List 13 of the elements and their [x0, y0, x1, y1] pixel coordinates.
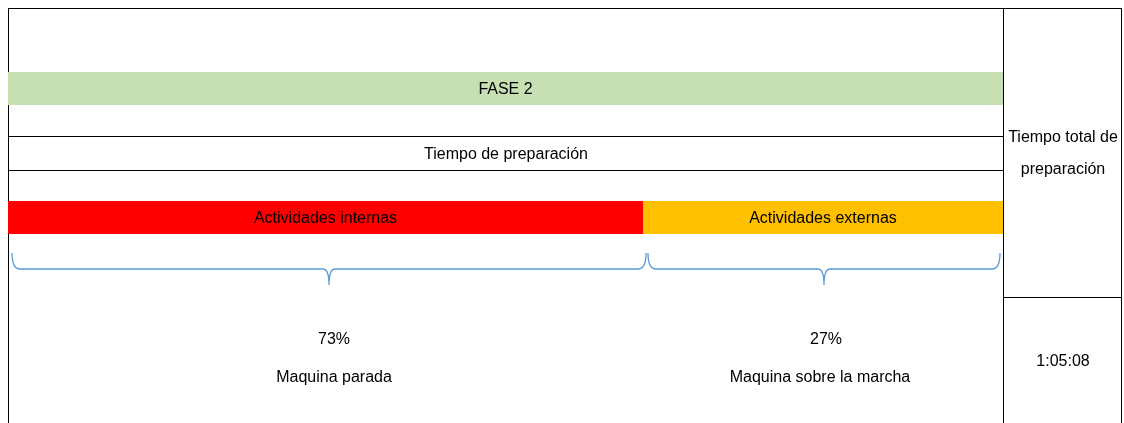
percentage-label: 27%	[810, 330, 842, 348]
phase-band	[8, 72, 1003, 105]
label-text: 1:05:08	[1036, 351, 1090, 370]
caption-text: Maquina sobre la marcha	[729, 368, 911, 386]
label-text: FASE 2	[478, 79, 533, 98]
label-text: Actividades externas	[749, 208, 897, 227]
activity-bar	[643, 201, 1003, 234]
activity-bar	[8, 201, 643, 234]
caption-text: Maquina parada	[276, 368, 392, 386]
percentage-label: 73%	[318, 330, 350, 348]
label-text: Tiempo total de preparación	[1007, 127, 1119, 179]
label-text: Actividades internas	[253, 208, 398, 227]
label-text: Tiempo de preparación	[424, 144, 588, 163]
